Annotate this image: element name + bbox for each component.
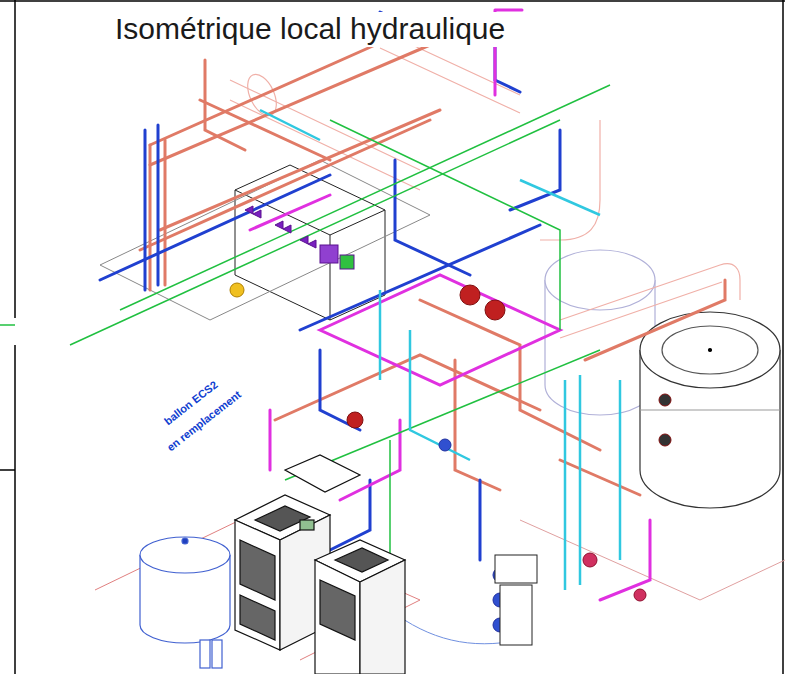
floor-outline (520, 520, 785, 600)
storage-tank (640, 409, 780, 410)
large-pipe (560, 264, 740, 338)
valve-cluster (275, 221, 291, 233)
storage-tank (545, 250, 655, 310)
supply-pipe (510, 130, 560, 210)
water-treatment-unit (495, 555, 537, 645)
heat-pump-unit (360, 560, 405, 674)
sheet-frame (0, 469, 15, 471)
drawing-title: Isométrique local hydraulique (112, 12, 508, 47)
floor-outline (95, 520, 785, 660)
large-pipe (540, 120, 600, 240)
circulating-pump (659, 434, 671, 446)
heat-pump-unit (240, 540, 275, 600)
supply-pipe (100, 12, 560, 600)
sheet-frame (0, 324, 15, 326)
water-treatment-unit (500, 585, 532, 645)
return-pipe (205, 60, 245, 150)
storage-tank (709, 349, 712, 352)
circuit-pipe (250, 10, 650, 612)
supply-pipe (100, 175, 330, 280)
cold-pipe (520, 180, 600, 215)
heat-pump-unit (235, 520, 280, 650)
sheet-frame (14, 0, 16, 318)
expansion-vessel (182, 538, 188, 544)
return-pipe (420, 300, 600, 450)
circulating-pump (583, 553, 597, 567)
circuit-pipe (600, 520, 650, 600)
circuit-pipe (340, 420, 400, 500)
supply-pipe (300, 225, 540, 330)
expansion-vessel (200, 640, 210, 668)
title-holder: Isométrique local hydraulique (112, 12, 508, 47)
heat-pump-unit (320, 580, 355, 640)
return-pipe (200, 100, 330, 160)
valve-cluster (230, 283, 244, 297)
heat-pump-unit (235, 455, 405, 674)
cold-pipe (260, 110, 320, 140)
circulating-pump (634, 589, 646, 601)
drain-pipe (70, 120, 560, 345)
cold-pipe (379, 290, 382, 380)
valve-cluster (245, 206, 261, 218)
cold-pipe (565, 375, 580, 590)
circuit-pipe (269, 410, 272, 470)
expansion-vessel (140, 537, 230, 668)
return-pipe (160, 110, 440, 230)
expansion-vessel (140, 537, 230, 573)
valve-cluster (230, 206, 354, 297)
circuit-pipe (250, 195, 330, 230)
supply-pipe (145, 125, 158, 290)
sheet-frame (14, 345, 16, 674)
circuit-pipe (320, 275, 560, 385)
circulating-pump (439, 439, 451, 451)
return-pipe (275, 355, 540, 420)
drain-pipe (120, 85, 610, 310)
valve-cluster (340, 255, 354, 269)
supply-pipe (479, 480, 482, 560)
valve-cluster (300, 236, 316, 248)
return-pipe (585, 280, 725, 360)
cold-pipe (619, 380, 622, 560)
supply-pipe (395, 160, 470, 275)
heat-pump-unit (315, 560, 360, 674)
sheet-frame (0, 0, 785, 2)
heat-pump-unit (335, 548, 388, 572)
heat-pump-unit (285, 455, 360, 492)
sheet-frame (782, 0, 784, 674)
circulating-pump (347, 412, 363, 428)
return-pipe (455, 360, 500, 490)
circulating-pump (460, 285, 480, 305)
drain-pipe (70, 85, 610, 610)
storage-tank (662, 326, 758, 374)
circulating-pump (659, 394, 671, 406)
heat-pump-unit (300, 520, 314, 530)
cold-pipe (410, 330, 470, 460)
water-treatment-unit (495, 555, 537, 583)
expansion-vessel (212, 640, 222, 668)
supply-pipe (495, 40, 520, 92)
valve-cluster (320, 245, 338, 263)
drain-pipe (330, 120, 560, 330)
return-pipe (560, 460, 640, 495)
heat-pump-unit (240, 595, 275, 640)
circulating-pump (485, 300, 505, 320)
storage-tank (640, 312, 780, 388)
